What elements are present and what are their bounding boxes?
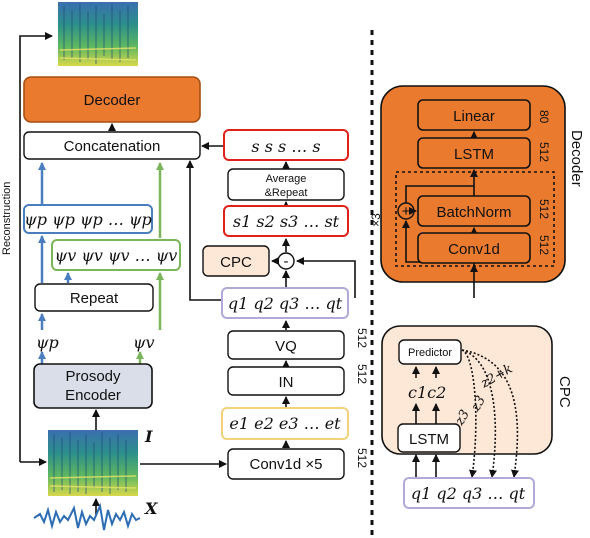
cpc-predictor-block [398,339,462,365]
cpc-feedback-arrow [296,257,356,298]
reconstruction-label: Reconstruction [1,182,13,255]
psi-p-symbol: ψp [36,333,59,352]
concatenation-block [23,131,201,160]
vq-block [227,330,345,360]
vq-label: VQ [275,338,297,355]
decoder-conv-dim: 512 [537,235,551,255]
decoder-linear-block [417,99,531,131]
cpc-block [202,245,270,277]
repeat-label: Repeat [70,290,119,307]
input-waveform [33,502,141,531]
st-row-box [223,205,349,237]
cpc-lstm-label: LSTM [409,431,449,448]
concatenation-label: Concatenation [64,138,161,155]
decoder-lstm-block [417,137,531,169]
psi-v-symbol: ψv [133,333,155,352]
decoder-batchnorm-dim: 512 [537,199,551,219]
decoder-detail-title: Decoder [568,130,585,187]
decoder-repeat-label: ×3 [369,213,383,227]
psi-v-row-box [51,239,181,271]
cpc-q-row-box [403,477,535,509]
decoder-lstm-dim: 512 [537,142,551,162]
cpc-prediction-arc-1 [461,349,477,478]
s-row-box [223,129,349,161]
i-symbol: I [144,427,153,446]
conv-label: Conv1d ×5 [250,456,323,473]
cpc-z-label-b: z3 [452,407,473,428]
decoder-label: Decoder [84,92,141,109]
in-label: IN [279,374,294,391]
decoder-conv-label: Conv1d [448,241,500,258]
conv-block [227,448,345,480]
conv-dim: 512 [355,448,369,468]
q-to-concat-arrow [186,160,226,301]
decoder-batchnorm-block [417,195,531,227]
cpc-c-row: c1c2 [408,383,446,402]
decoder-linear-dim: 80 [537,110,551,124]
decoder-conv-block [417,232,531,264]
in-block [227,366,345,396]
s-row: s s s … s [251,137,320,156]
x-symbol: X [144,499,158,518]
cpc-z-label-c: z3 [468,393,489,414]
cpc-label: CPC [220,254,252,271]
average-repeat-label-2: &Repeat [265,187,308,199]
decoder-batchnorm-label: BatchNorm [436,204,511,221]
cpc-predictor-label: Predictor [408,347,452,359]
cpc-q-row: q1 q2 q3 … qt [411,484,526,503]
q-row-box [221,287,349,319]
residual-up-arrow [405,185,474,203]
psi-v-row: ψv ψv ψv … ψv [55,246,178,265]
input-spectrogram [48,430,138,496]
cpc-detail-title: CPC [556,376,573,408]
decoder-linear-label: Linear [453,108,495,125]
e-row: e1 e2 e3 … et [229,414,341,433]
cpc-prediction-arc-3 [461,349,519,478]
decoder-lstm-label: LSTM [454,146,494,163]
average-repeat-block [227,168,345,201]
reconstruction-arrow [19,32,53,462]
repeat-block [34,283,154,312]
cpc-lstm-block [397,423,461,453]
output-spectrogram [58,2,138,66]
prosody-encoder-label-1: Prosody [65,368,121,385]
minus-symbol: - [284,253,289,270]
in-dim: 512 [355,364,369,384]
psi-p-row: ψp ψp ψp … ψp [24,210,152,229]
prosody-encoder-label-2: Encoder [65,387,121,404]
vq-dim: 512 [355,328,369,348]
decoder-block [23,76,201,123]
cpc-prediction-arc-2 [461,349,497,478]
q-row: q1 q2 q3 … qt [228,294,343,313]
psi-p-row-box [23,204,153,234]
average-repeat-label-1: Average [266,173,307,185]
prosody-encoder-block [33,363,153,409]
st-row: s1 s2 s3 … st [233,212,340,231]
residual-add-symbol: + [402,203,411,220]
e-row-box [221,407,349,440]
